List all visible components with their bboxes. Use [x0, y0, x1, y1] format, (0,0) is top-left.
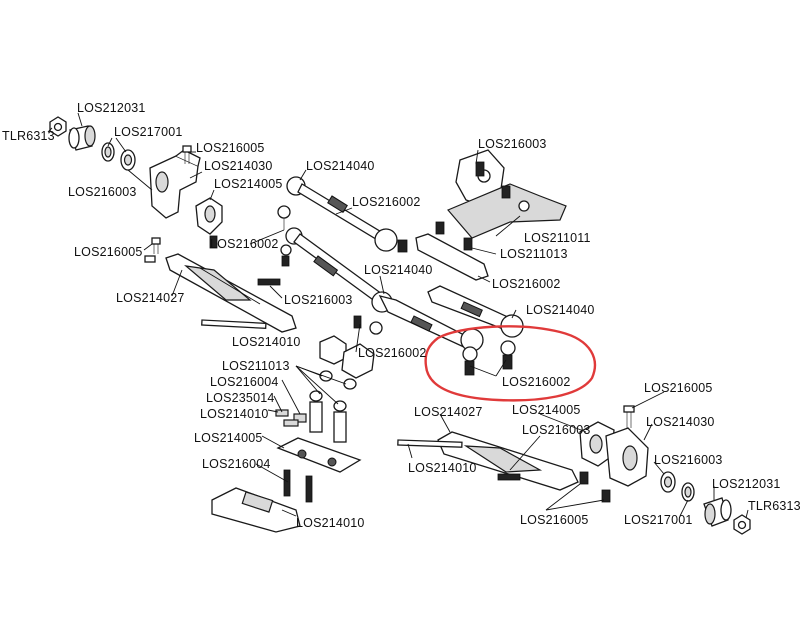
center-mount-screws	[283, 469, 313, 503]
left-spindle-carrier	[195, 197, 223, 235]
upper-link-1	[286, 176, 398, 252]
right-axle-hub	[703, 497, 732, 527]
label-los235014: LOS235014	[206, 391, 275, 405]
label-los214030-right: LOS214030	[646, 415, 715, 429]
label-tlr6313-right: TLR6313	[748, 499, 800, 513]
label-los216002-right: LOS216002	[492, 277, 561, 291]
label-los216003-left: LOS216003	[68, 185, 137, 199]
label-los216003-mid: LOS216003	[284, 293, 353, 307]
label-los211011: LOS211011	[524, 231, 591, 245]
label-los216005-left: LOS216005	[74, 245, 143, 259]
label-los214010-mid: LOS214010	[200, 407, 269, 421]
label-los214005-center: LOS214005	[194, 431, 263, 445]
shock-washer-stack	[275, 409, 299, 427]
label-los214005-top: LOS214005	[214, 177, 283, 191]
label-los212031-right: LOS212031	[712, 477, 781, 491]
left-arm-screw	[257, 278, 281, 286]
label-los216005-top: LOS216005	[196, 141, 265, 155]
label-los216003-bracket: LOS216003	[478, 137, 547, 151]
right-spindle-carrier	[579, 421, 615, 467]
label-los211013-upper: LOS211013	[500, 247, 568, 261]
right-spindle	[605, 405, 649, 487]
left-lower-arm	[165, 253, 297, 333]
label-los216005-bottom: LOS216005	[520, 513, 589, 527]
label-los212031-top: LOS212031	[77, 101, 146, 115]
label-los216003-right-arm: LOS216003	[522, 423, 591, 437]
right-arm-hinge-pin	[397, 439, 463, 448]
highlight-circle	[424, 325, 597, 402]
left-bearing-inner	[120, 149, 136, 171]
right-bearing-outer	[681, 482, 695, 502]
label-los217001-top: LOS217001	[114, 125, 183, 139]
left-bearing-outer	[101, 142, 115, 162]
label-los216004-upper: LOS216004	[210, 375, 279, 389]
servo-saver-bracket	[447, 149, 567, 239]
label-los214010-left: LOS214010	[232, 335, 301, 349]
label-los214005-right: LOS214005	[512, 403, 581, 417]
middle-link-ball	[280, 244, 292, 267]
left-spindle	[149, 149, 201, 219]
left-kingpin-screw-top	[182, 145, 192, 164]
upper-link-ball-screw	[397, 239, 408, 253]
label-los216005-right: LOS216005	[644, 381, 713, 395]
label-los216002-left: LOS216002	[210, 237, 279, 251]
ball-stud-pair	[462, 340, 516, 376]
label-los216002-center: LOS216002	[358, 346, 427, 360]
label-los214010-right: LOS214010	[408, 461, 477, 475]
label-los216003-right: LOS216003	[654, 453, 723, 467]
right-arm-screw	[497, 473, 521, 481]
part-labels: LOS212031 TLR6313 LOS217001 LOS216005 LO…	[2, 101, 800, 530]
label-los214030-top: LOS214030	[204, 159, 273, 173]
label-los216004-lower: LOS216004	[202, 457, 271, 471]
right-arm-small-screw	[579, 471, 611, 503]
steering-link-arm	[415, 221, 489, 281]
label-los214027-left: LOS214027	[116, 291, 185, 305]
lower-link-ball-left	[353, 315, 383, 335]
label-los211013-lower: LOS211013	[222, 359, 290, 373]
bulkhead-plate	[211, 487, 301, 533]
label-los214040-right: LOS214040	[526, 303, 595, 317]
left-axle-hub	[68, 125, 96, 151]
label-los216002-upper: LOS216002	[352, 195, 421, 209]
right-lower-arm	[437, 431, 579, 491]
label-los217001-right: LOS217001	[624, 513, 693, 527]
left-arm-hinge-pin	[201, 319, 267, 330]
right-axle-nut	[733, 514, 751, 535]
label-los214027-right: LOS214027	[414, 405, 483, 419]
label-tlr6313-left: TLR6313	[2, 129, 55, 143]
left-axle-nut	[49, 116, 67, 137]
label-los216002-highlight: LOS216002	[502, 375, 571, 389]
left-set-screw	[209, 235, 218, 249]
label-los214040-top: LOS214040	[306, 159, 375, 173]
label-los214010-bottom: LOS214010	[296, 516, 365, 530]
label-los214040-mid: LOS214040	[364, 263, 433, 277]
shock-mount-left	[293, 335, 347, 433]
upper-link-ball-left	[277, 205, 291, 230]
leader-lines	[47, 112, 749, 519]
left-kingpin-screw-bottom	[144, 237, 161, 263]
right-bearing-inner	[660, 471, 676, 493]
center-pivot-block	[276, 437, 362, 473]
